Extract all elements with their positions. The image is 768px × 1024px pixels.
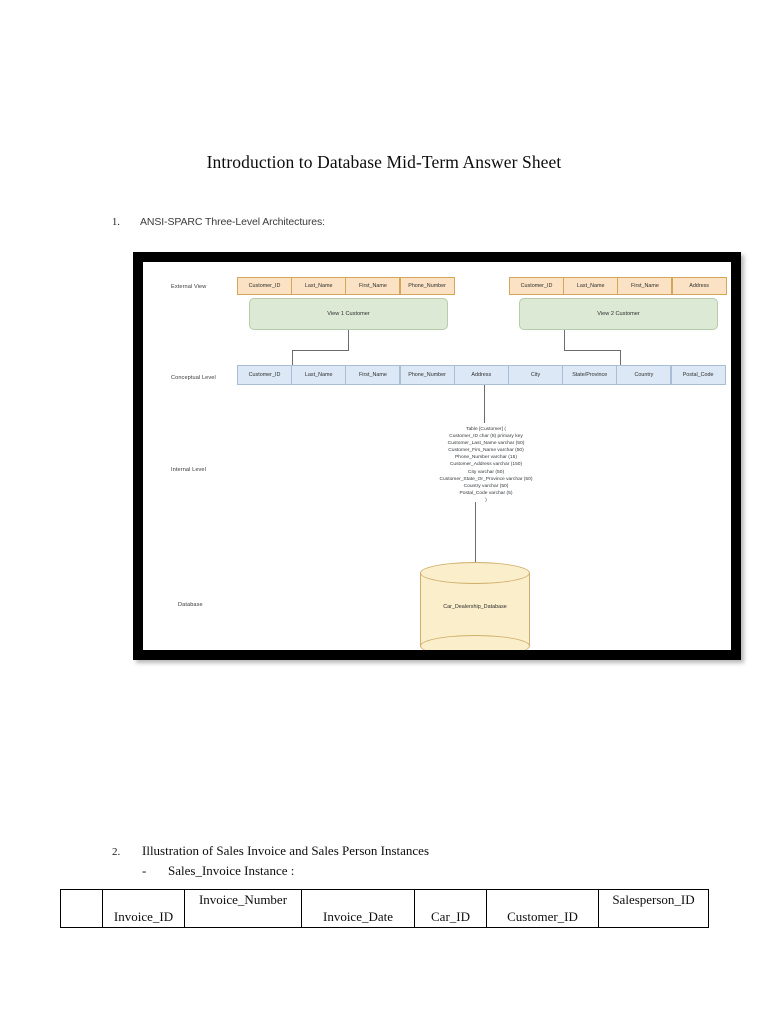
conceptual-level-attributes: Customer_ID Last_Name First_Name Phone_N… [237, 365, 726, 385]
connector-conceptual-to-internal [484, 385, 486, 423]
list-item-2-subtext: Sales_Invoice Instance : [168, 863, 295, 878]
external-view-2-box: View 2 Customer [519, 298, 718, 330]
connector-view1-vertical-lower [292, 350, 294, 365]
attribute-cell: First_Name [345, 365, 401, 385]
table-header-invoice-id: Invoice_ID [102, 889, 185, 928]
table-header-salesperson-id: Salesperson_ID [598, 889, 709, 928]
list-item-1: 1. ANSI-SPARC Three-Level Architectures: [112, 216, 672, 228]
connector-view1-horizontal [292, 350, 349, 352]
external-view-1-box: View 1 Customer [249, 298, 448, 330]
attribute-cell: Last_Name [291, 365, 347, 385]
external-view-2-attributes: Customer_ID Last_Name First_Name Address [509, 277, 727, 295]
cylinder-bottom [420, 635, 530, 650]
list-item-1-number: 1. [112, 217, 120, 228]
attribute-cell: Phone_Number [399, 277, 455, 295]
connector-view2-vertical-lower [620, 350, 622, 365]
sales-invoice-table: Invoice_ID Invoice_Number Invoice_Date C… [60, 889, 709, 928]
attribute-cell: Country [616, 365, 672, 385]
cylinder-body [420, 573, 530, 646]
table-header-customer-id: Customer_ID [486, 889, 599, 928]
table-header-row: Invoice_ID Invoice_Number Invoice_Date C… [60, 889, 709, 928]
attribute-cell: State/Province [562, 365, 618, 385]
page-title: Introduction to Database Mid-Term Answer… [206, 152, 562, 172]
ansi-sparc-diagram: External View Conceptual Level Internal … [143, 262, 731, 650]
attribute-cell: Customer_ID [237, 365, 292, 385]
attribute-cell: Last_Name [291, 277, 347, 295]
list-item-2-number: 2. [112, 846, 121, 858]
list-item-2-sub-line: - Sales_Invoice Instance : [112, 863, 712, 879]
connector-view2-horizontal [564, 350, 621, 352]
attribute-cell: Customer_ID [509, 277, 564, 295]
table-header-car-id: Car_ID [414, 889, 487, 928]
attribute-cell: Customer_ID [237, 277, 292, 295]
attribute-cell: City [508, 365, 564, 385]
list-item-2-dash: - [142, 863, 147, 878]
level-label-internal: Internal Level [171, 467, 206, 473]
list-item-1-text: ANSI-SPARC Three-Level Architectures: [140, 216, 325, 228]
level-label-database: Database [178, 602, 203, 608]
attribute-cell: Address [671, 277, 727, 295]
list-item-2-line: 2. Illustration of Sales Invoice and Sal… [112, 843, 712, 859]
cylinder-top [420, 562, 530, 584]
database-cylinder: Car_Dealership_Database [420, 562, 530, 650]
attribute-cell: Address [453, 365, 509, 385]
attribute-cell: Phone_Number [399, 365, 455, 385]
connector-internal-to-database [475, 502, 477, 568]
table-header-empty [60, 889, 103, 928]
attribute-cell: Last_Name [563, 277, 619, 295]
table-header-invoice-number: Invoice_Number [184, 889, 302, 928]
attribute-cell: Postal_Code [670, 365, 726, 385]
ansi-sparc-diagram-frame: External View Conceptual Level Internal … [133, 252, 741, 660]
list-item-2: 2. Illustration of Sales Invoice and Sal… [112, 843, 712, 879]
database-name-label: Car_Dealership_Database [443, 604, 507, 610]
internal-level-schema: Table [Customer] ( Customer_ID char (8) … [439, 427, 533, 503]
table-header-invoice-date: Invoice_Date [301, 889, 415, 928]
list-item-2-text: Illustration of Sales Invoice and Sales … [142, 843, 430, 858]
attribute-cell: First_Name [345, 277, 401, 295]
level-label-conceptual: Conceptual Level [171, 375, 216, 381]
attribute-cell: First_Name [617, 277, 673, 295]
connector-view2-vertical-upper [564, 330, 566, 350]
level-label-external: External View [171, 284, 207, 290]
external-view-1-attributes: Customer_ID Last_Name First_Name Phone_N… [237, 277, 455, 295]
connector-view1-vertical-upper [348, 330, 350, 350]
